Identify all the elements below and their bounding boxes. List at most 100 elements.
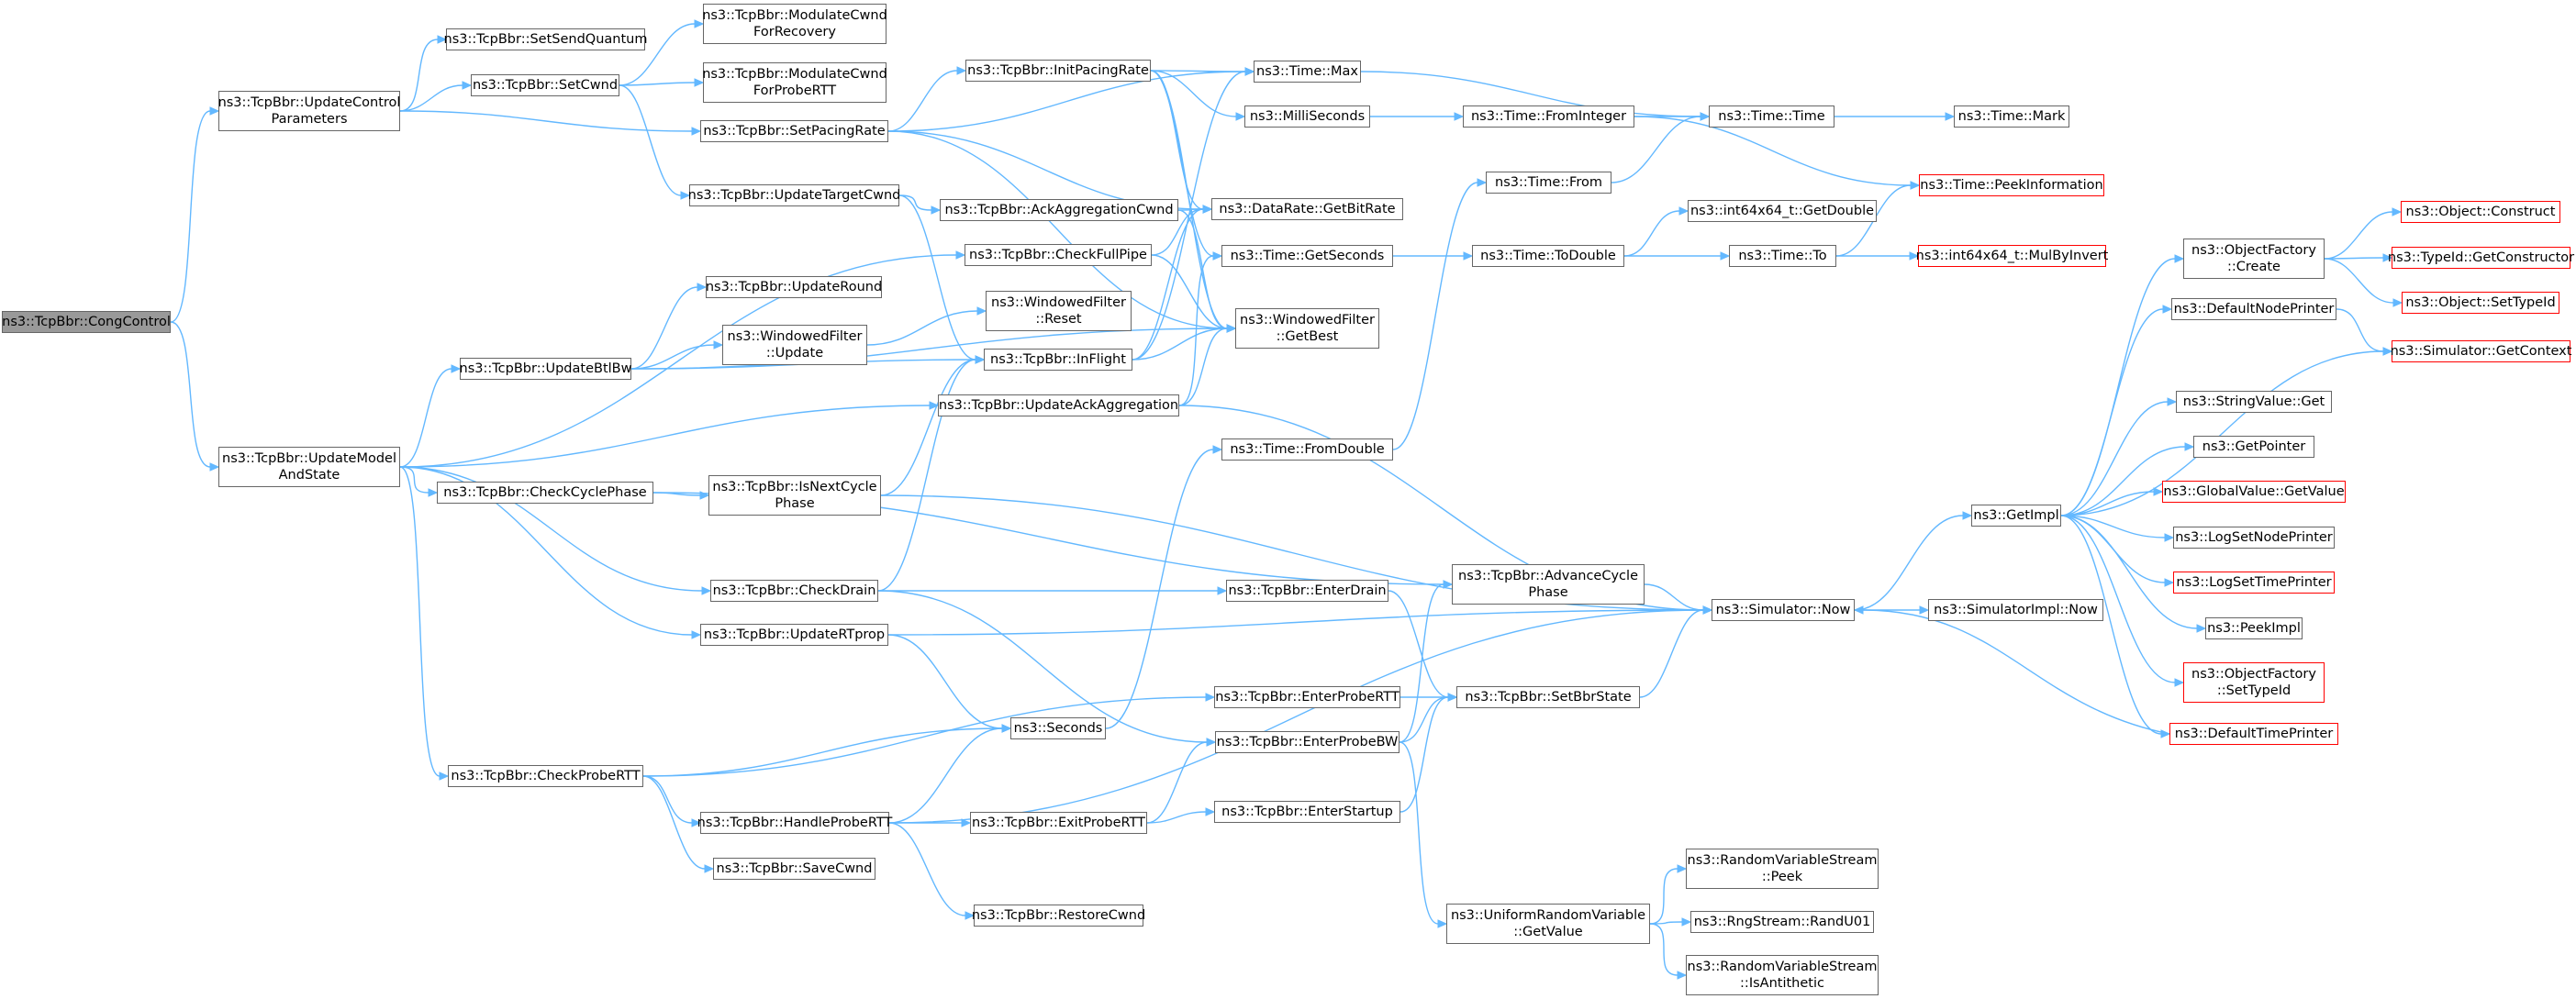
node-updatebtlbw[interactable]: ns3::TcpBbr::UpdateBtlBw [460,358,631,380]
node-enterprobebw[interactable]: ns3::TcpBbr::EnterProbeBW [1215,731,1400,753]
call-edge-handleprobertt-simnow [888,609,1704,824]
node-timeto[interactable]: ns3::Time::To [1729,245,1836,267]
node-setpacingrate[interactable]: ns3::TcpBbr::SetPacingRate [700,120,888,142]
node-updatemodel[interactable]: ns3::TcpBbr::UpdateModel AndState [218,447,400,487]
arrowhead-getimpl-peekimpl [2196,624,2207,633]
call-edge-ofcreate-typeidgetctor [2324,257,2384,260]
node-getdouble[interactable]: ns3::int64x64_t::GetDouble [1688,200,1877,222]
node-handleprobertt[interactable]: ns3::TcpBbr::HandleProbeRTT [697,812,892,834]
call-edge-checkprobertt-seconds [642,727,1003,777]
arrowhead-setpacingrate-initpacingrate [956,66,967,75]
arrowhead-todouble-timeto [1720,251,1731,261]
node-timetime[interactable]: ns3::Time::Time [1709,105,1834,128]
node-randu01[interactable]: ns3::RngStream::RandU01 [1690,911,1874,933]
node-updatetargetcwnd[interactable]: ns3::TcpBbr::UpdateTargetCwnd [688,184,900,206]
node-setsendquantum[interactable]: ns3::TcpBbr::SetSendQuantum [444,28,647,50]
node-ofcreate[interactable]: ns3::ObjectFactory ::Create [2183,239,2325,279]
node-initpacingrate[interactable]: ns3::TcpBbr::InitPacingRate [965,60,1151,82]
node-mulbyinvert[interactable]: ns3::int64x64_t::MulByInvert [1916,245,2108,267]
node-fromint[interactable]: ns3::Time::FromInteger [1463,105,1634,128]
node-updatecontrol[interactable]: ns3::TcpBbr::UpdateControl Parameters [218,91,400,131]
node-timemark[interactable]: ns3::Time::Mark [1954,105,2069,128]
node-timemax[interactable]: ns3::Time::Max [1254,61,1361,83]
arrowhead-timefrom-timetime [1700,112,1711,121]
arrowhead-ofcreate-objconstruct [2392,207,2403,216]
node-checkdrain[interactable]: ns3::TcpBbr::CheckDrain [710,580,878,602]
arrowhead-getimpl-strvalueget [2167,397,2178,406]
node-restorecwnd[interactable]: ns3::TcpBbr::RestoreCwnd [972,905,1145,927]
arrowhead-getimpl-defnodeprinter [2162,305,2173,314]
node-defnodeprinter[interactable]: ns3::DefaultNodePrinter [2171,298,2336,320]
arrowhead-uniformgetvalue-rvsisanti [1677,971,1688,980]
node-setbbrstate[interactable]: ns3::TcpBbr::SetBbrState [1456,686,1640,708]
call-edge-handleprobertt-seconds [888,727,1003,824]
node-logsettime[interactable]: ns3::LogSetTimePrinter [2173,572,2335,594]
node-simgetcontext[interactable]: ns3::Simulator::GetContext [2391,340,2571,362]
node-deftimeprinter[interactable]: ns3::DefaultTimePrinter [2169,723,2338,745]
node-peekimpl[interactable]: ns3::PeekImpl [2205,617,2303,639]
arrowhead-enterprobebw-advancecycle [1443,580,1454,589]
node-advancecycle[interactable]: ns3::TcpBbr::AdvanceCycle Phase [1452,564,1645,605]
node-objconstruct[interactable]: ns3::Object::Construct [2401,201,2560,223]
call-edge-setbbrstate-simnow [1639,609,1704,698]
node-strvalueget[interactable]: ns3::StringValue::Get [2176,391,2332,413]
call-edge-updatetargetcwnd-inflight [898,194,976,361]
call-edge-defnodeprinter-simgetcontext [2336,308,2384,352]
node-seconds[interactable]: ns3::Seconds [1010,717,1106,739]
node-updatertprop[interactable]: ns3::TcpBbr::UpdateRTprop [700,624,888,646]
node-exitprobertt[interactable]: ns3::TcpBbr::ExitProbeRTT [970,812,1147,834]
node-uniformgetvalue[interactable]: ns3::UniformRandomVariable ::GetValue [1446,904,1650,944]
call-edge-fromdouble-timefrom [1392,182,1478,450]
node-enterdrain[interactable]: ns3::TcpBbr::EnterDrain [1226,580,1388,602]
node-inflight[interactable]: ns3::TcpBbr::InFlight [984,349,1132,371]
arrowhead-getimpl-ofsettypeid [2174,678,2185,687]
node-objsettypeid[interactable]: ns3::Object::SetTypeId [2402,292,2559,314]
node-updateackagg[interactable]: ns3::TcpBbr::UpdateAckAggregation [938,394,1179,416]
node-setcwnd[interactable]: ns3::TcpBbr::SetCwnd [471,74,619,96]
arrowhead-simnow-getimpl [1962,511,1973,520]
node-logsetnode[interactable]: ns3::LogSetNodePrinter [2173,527,2335,549]
node-getimpl[interactable]: ns3::GetImpl [1971,505,2061,527]
node-peekinfo[interactable]: ns3::Time::PeekInformation [1919,174,2104,196]
node-simnow[interactable]: ns3::Simulator::Now [1712,599,1855,621]
node-modrecovery[interactable]: ns3::TcpBbr::ModulateCwnd ForRecovery [702,4,887,44]
arrowhead-handleprobertt-restorecwnd [965,911,976,920]
node-checkcyclephase[interactable]: ns3::TcpBbr::CheckCyclePhase [437,482,653,504]
node-checkprobertt[interactable]: ns3::TcpBbr::CheckProbeRTT [448,765,643,787]
node-simimplnow[interactable]: ns3::SimulatorImpl::Now [1928,599,2103,621]
call-edge-setcwnd-modprobertt [619,82,696,86]
node-congcontrol[interactable]: ns3::TcpBbr::CongControl [2,311,171,333]
node-getseconds[interactable]: ns3::Time::GetSeconds [1221,245,1393,267]
node-fromdouble[interactable]: ns3::Time::FromDouble [1221,438,1393,461]
node-wfupdate[interactable]: ns3::WindowedFilter ::Update [722,325,867,365]
node-enterstartup[interactable]: ns3::TcpBbr::EnterStartup [1214,801,1400,823]
node-wfreset[interactable]: ns3::WindowedFilter ::Reset [986,291,1132,331]
call-edge-congcontrol-updatemodel [170,321,211,468]
node-rvspeek[interactable]: ns3::RandomVariableStream ::Peek [1686,849,1879,889]
call-edge-advancecycle-simnow [1644,583,1704,611]
node-getpointer[interactable]: ns3::GetPointer [2193,436,2314,458]
node-modprobertt[interactable]: ns3::TcpBbr::ModulateCwnd ForProbeRTT [702,62,887,103]
node-getbitrate[interactable]: ns3::DataRate::GetBitRate [1211,198,1403,220]
arrowhead-enterstartup-setbbrstate [1447,693,1458,702]
node-isnextcycle[interactable]: ns3::TcpBbr::IsNextCycle Phase [708,475,881,516]
node-gvgetvalue[interactable]: ns3::GlobalValue::GetValue [2162,481,2346,503]
arrowhead-updatemodel-checkfullpipe [955,250,966,260]
node-enterprobertt[interactable]: ns3::TcpBbr::EnterProbeRTT [1214,686,1400,708]
call-edge-updatebtlbw-updateround [630,286,698,370]
arrowhead-setcwnd-modprobertt [694,78,705,87]
arrowhead-simnow-simimplnow [1919,605,1930,615]
node-todouble[interactable]: ns3::Time::ToDouble [1472,245,1624,267]
node-typeidgetctor[interactable]: ns3::TypeId::GetConstructor [2388,247,2574,269]
arrowhead-checkdrain-inflight [975,355,986,364]
call-edge-setcwnd-updatetargetcwnd [619,84,682,196]
node-timefrom[interactable]: ns3::Time::From [1486,172,1611,194]
node-ackaggcwnd[interactable]: ns3::TcpBbr::AckAggregationCwnd [940,199,1178,221]
node-savecwnd[interactable]: ns3::TcpBbr::SaveCwnd [713,858,875,880]
node-rvsisanti[interactable]: ns3::RandomVariableStream ::IsAntithetic [1686,955,1879,995]
node-checkfullpipe[interactable]: ns3::TcpBbr::CheckFullPipe [965,244,1152,266]
node-updateround[interactable]: ns3::TcpBbr::UpdateRound [706,276,882,298]
node-ofsettypeid[interactable]: ns3::ObjectFactory ::SetTypeId [2183,662,2325,703]
node-milliseconds[interactable]: ns3::MilliSeconds [1244,105,1370,128]
node-wfgetbest[interactable]: ns3::WindowedFilter ::GetBest [1235,308,1379,349]
